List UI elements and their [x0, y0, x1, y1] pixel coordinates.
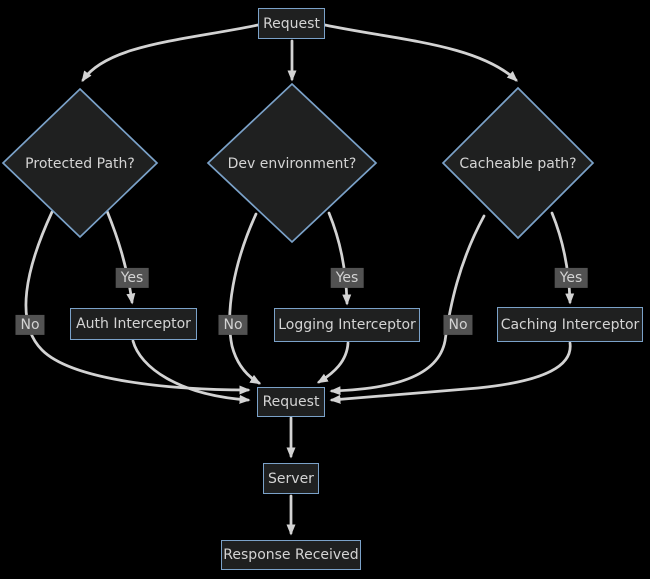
- edge-auth-to-request: [131, 339, 251, 404]
- edge-protected-yes-to-auth: [105, 209, 136, 305]
- edge-caching-to-request: [329, 341, 572, 404]
- edge-label-no-protected: No: [15, 314, 45, 336]
- decision-cacheable-path-shape: [441, 86, 595, 240]
- edge-cacheable-no-to-request: [329, 214, 486, 396]
- node-auth-interceptor: Auth Interceptor: [70, 308, 197, 340]
- edge-dev-no-to-request: [228, 212, 262, 385]
- decision-protected-path-label: Protected Path?: [25, 156, 135, 172]
- decision-dev-environment-shape: [206, 82, 378, 244]
- node-caching-interceptor: Caching Interceptor: [497, 307, 643, 342]
- decision-cacheable-path-label: Cacheable path?: [459, 156, 577, 172]
- decision-dev-environment-label: Dev environment?: [227, 156, 357, 172]
- edge-request-to-cacheable: [323, 23, 518, 82]
- edge-label-yes-protected: Yes: [115, 267, 149, 289]
- edge-label-yes-dev: Yes: [330, 267, 364, 289]
- edge-dev-yes-to-logging: [327, 211, 352, 306]
- node-response-received: Response Received: [221, 540, 361, 570]
- edge-logging-to-request: [316, 341, 350, 384]
- edge-label-no-cacheable: No: [443, 314, 473, 336]
- edge-protected-no-to-request: [24, 210, 251, 395]
- decision-protected-path-shape: [1, 87, 159, 239]
- edge-cacheable-yes-to-caching: [550, 211, 575, 305]
- node-request-top: Request: [258, 8, 325, 39]
- node-request-mid: Request: [257, 387, 325, 417]
- edge-label-no-dev: No: [218, 314, 248, 336]
- node-logging-interceptor: Logging Interceptor: [274, 308, 420, 342]
- edge-request-to-protected: [81, 23, 260, 83]
- edge-label-yes-cacheable: Yes: [554, 267, 588, 289]
- node-server: Server: [263, 463, 319, 494]
